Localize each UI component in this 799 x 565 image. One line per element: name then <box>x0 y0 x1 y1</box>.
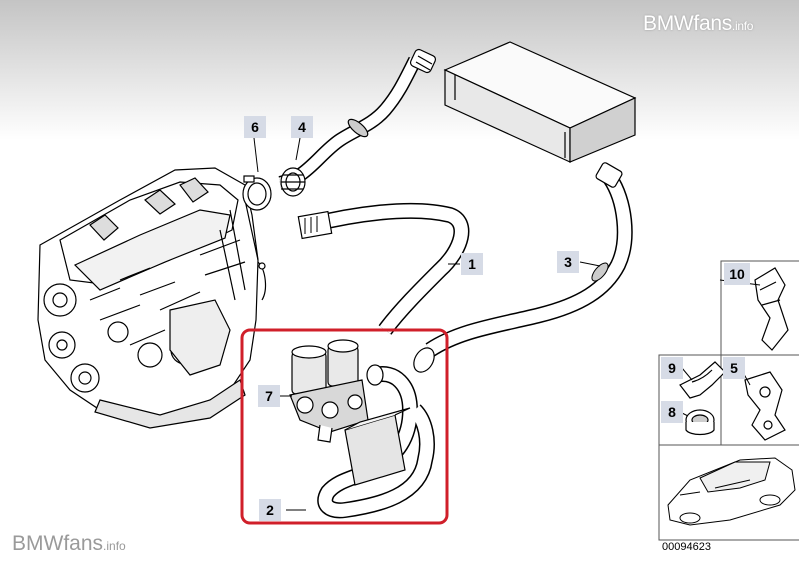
holder-5 <box>744 371 786 441</box>
watermark-bottom: BMWfans.info <box>12 532 126 555</box>
part-label-10[interactable]: 10 <box>724 263 750 285</box>
part-label-8[interactable]: 8 <box>661 401 683 423</box>
part-label-9[interactable]: 9 <box>661 357 683 379</box>
engine-drawing <box>37 167 267 429</box>
hose-4 <box>278 48 437 197</box>
part-label-7[interactable]: 7 <box>258 385 280 407</box>
hose-1 <box>297 202 470 335</box>
part-label-5[interactable]: 5 <box>723 357 745 379</box>
hose-3 <box>413 162 633 373</box>
part-label-1[interactable]: 1 <box>461 253 483 275</box>
bracket-10 <box>754 267 789 351</box>
hose-2 <box>317 364 435 519</box>
part-label-4[interactable]: 4 <box>291 116 313 138</box>
part-label-3[interactable]: 3 <box>557 251 579 273</box>
grommet-8 <box>685 409 715 436</box>
highlight-frame <box>240 328 449 525</box>
clip-9 <box>679 361 726 399</box>
part-label-6[interactable]: 6 <box>244 116 266 138</box>
background-gradient <box>0 0 799 140</box>
heater-core-drawing <box>443 41 637 163</box>
part-label-2[interactable]: 2 <box>259 499 281 521</box>
catalog-number: 00094623 <box>662 541 711 553</box>
clamp-6 <box>242 175 272 211</box>
car-silhouette <box>667 457 796 526</box>
water-valve-7 <box>289 339 369 443</box>
watermark-top: BMWfans.info <box>643 12 754 35</box>
